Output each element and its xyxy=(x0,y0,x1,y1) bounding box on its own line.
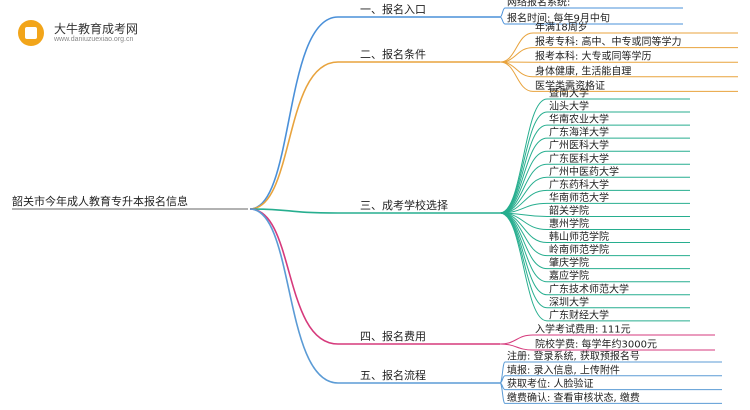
logo-url: www.daniuzuexiao.org.cn xyxy=(54,36,134,43)
book-icon xyxy=(25,27,37,39)
leaf-connector xyxy=(499,343,534,351)
leaf-connector xyxy=(499,163,548,214)
leaf-label: 广东技术师范大学 xyxy=(549,282,629,295)
leaf-label: 广东海洋大学 xyxy=(549,126,609,139)
branch-connector xyxy=(249,16,339,210)
leaf-label: 获取考位: 人脸验证 xyxy=(507,377,594,390)
leaf-label: 入学考试费用: 111元 xyxy=(535,323,631,336)
leaf-label: 广东药科大学 xyxy=(549,178,609,191)
leaf-connector xyxy=(499,7,506,18)
leaf-label: 广州中医药大学 xyxy=(549,165,619,178)
leaf-connector xyxy=(499,334,534,345)
root-label: 韶关市今年成人教育专升本报名信息 xyxy=(12,194,188,208)
leaf-label: 深圳大学 xyxy=(549,295,589,308)
leaf-connector xyxy=(499,47,534,63)
leaf-label: 年满18周岁 xyxy=(535,21,588,34)
leaf-connector xyxy=(499,212,548,283)
logo-title: 大牛教育成考网 xyxy=(54,22,139,36)
leaf-label: 身体健康, 生活能自理 xyxy=(535,64,631,77)
branch-3: 三、成考学校选择 暨南大学汕头大学华南农业大学广东海洋大学广州医科大学广东医科大学… xyxy=(249,87,690,322)
leaf-label: 院校学费: 每学年约3000元 xyxy=(535,338,657,351)
leaf-label: 报考专科: 高中、中专或同等学力 xyxy=(535,35,682,48)
leaf-connector xyxy=(499,16,506,25)
leaf-label: 韩山师范学院 xyxy=(549,230,609,243)
leaf-label: 网络报名系统: xyxy=(507,0,570,9)
leaf-label: 报考本科: 大专或同等学历 xyxy=(535,50,652,63)
leaf-connector xyxy=(499,32,534,63)
branch-label[interactable]: 五、报名流程 xyxy=(360,368,426,382)
branch-label[interactable]: 二、报名条件 xyxy=(360,47,426,61)
leaf-connector xyxy=(499,137,548,214)
leaf-label: 汕头大学 xyxy=(549,100,589,113)
leaf-label: 广东财经大学 xyxy=(549,308,609,321)
leaf-connector xyxy=(499,150,548,214)
leaf-connector xyxy=(499,111,548,214)
leaf-label: 嘉应学院 xyxy=(549,269,589,282)
leaf-label: 缴费确认: 查看审核状态, 缴费 xyxy=(507,391,640,404)
leaf-label: 韶关学院 xyxy=(549,204,589,217)
leaf-connector xyxy=(499,61,534,78)
leaf-label: 填报: 录入信息, 上传附件 xyxy=(507,363,620,376)
branch-connector xyxy=(249,208,339,214)
branch-connector xyxy=(249,208,339,345)
leaf-connector xyxy=(499,212,548,322)
leaf-label: 肇庆学院 xyxy=(549,256,589,269)
branch-label[interactable]: 四、报名费用 xyxy=(360,329,426,343)
site-logo[interactable]: 大牛教育成考网 www.daniuzuexiao.org.cn xyxy=(8,18,158,50)
leaf-label: 广州医科大学 xyxy=(549,139,609,152)
leaf-connector xyxy=(499,382,506,404)
branch-connector xyxy=(249,208,339,384)
leaf-label: 华南农业大学 xyxy=(549,113,609,126)
leaf-label: 注册: 登录系统, 获取预报名号 xyxy=(507,350,640,363)
leaf-connector xyxy=(499,124,548,214)
leaf-label: 报名时间: 每年9月中旬 xyxy=(507,12,610,25)
leaf-label: 岭南师范学院 xyxy=(549,243,609,256)
branch-label[interactable]: 一、报名入口 xyxy=(360,2,426,16)
leaf-label: 惠州学院 xyxy=(549,217,589,230)
leaf-label: 广东医科大学 xyxy=(549,152,609,165)
leaf-label: 医学类需资格证 xyxy=(535,79,605,92)
leaf-connector xyxy=(499,61,534,92)
branch-1: 一、报名入口 网络报名系统: 报名时间: 每年9月中旬 xyxy=(249,0,683,210)
leaf-label: 华南师范大学 xyxy=(549,191,609,204)
leaf-label: 暨南大学 xyxy=(549,87,589,100)
branch-connector xyxy=(249,61,339,210)
leaf-connector xyxy=(499,98,548,214)
branch-label[interactable]: 三、成考学校选择 xyxy=(360,198,448,212)
leaf-connector xyxy=(499,212,548,257)
